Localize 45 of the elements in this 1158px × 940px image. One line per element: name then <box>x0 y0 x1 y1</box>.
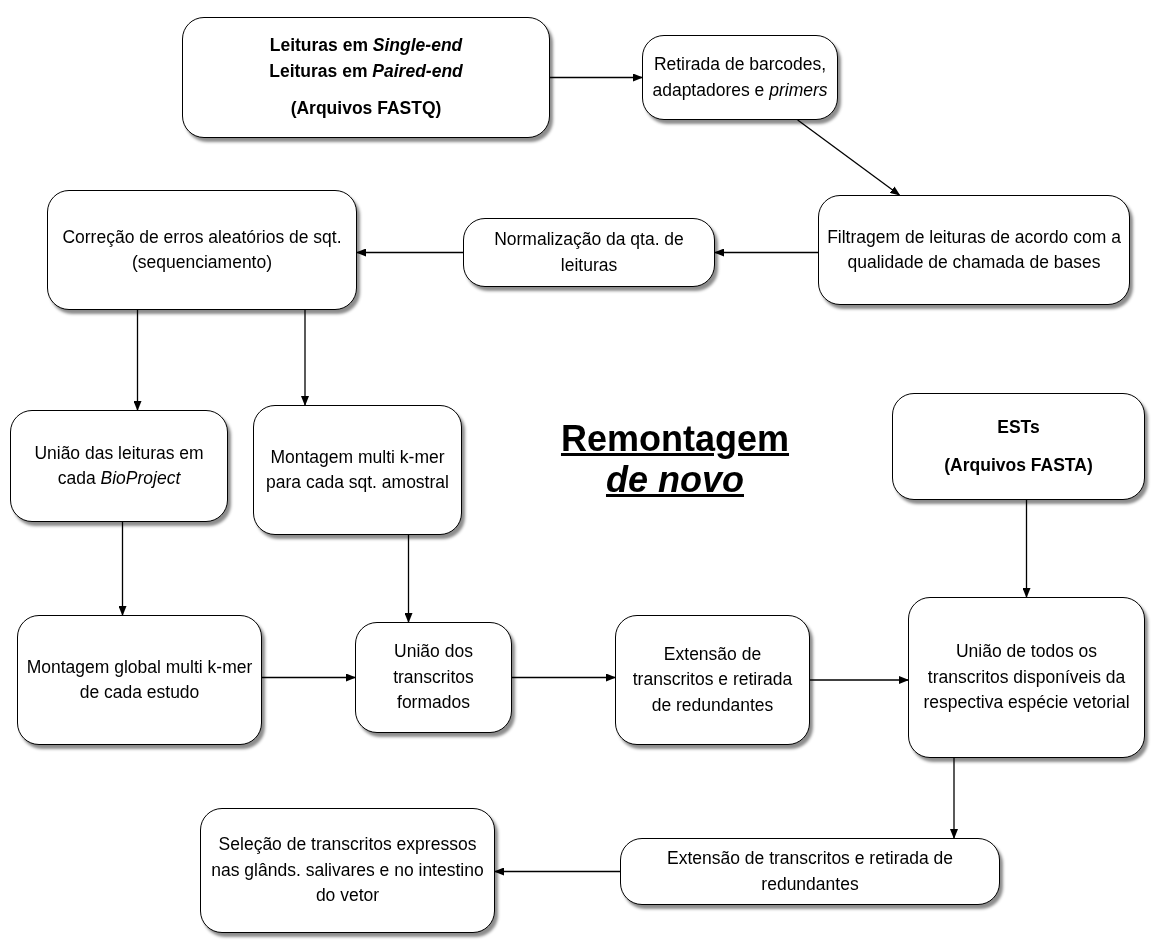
title: Remontagem de novo <box>559 418 790 501</box>
node-text: (Arquivos FASTA) <box>944 453 1093 477</box>
node-text: Seleção de transcritos expressos nas glânds. salivares e no intestino do vetor <box>210 833 485 908</box>
process-box <box>818 195 1130 305</box>
process-box <box>908 597 1145 758</box>
arrow <box>261 673 356 682</box>
arrow <box>404 534 413 623</box>
node-text: Extensão de transcritos e retirada de redundantes <box>631 642 794 717</box>
process-box <box>463 218 715 287</box>
node-text: Correção de erros aleatórios de sqt. (sequenciamento) <box>61 225 343 274</box>
arrow <box>494 867 621 876</box>
process-box <box>10 410 228 522</box>
process-box <box>620 838 1000 905</box>
node-text: Leituras em Single-end Leituras em Paired-end <box>268 34 464 83</box>
node-text: Retirada de barcodes, adaptadores e primers <box>651 53 829 102</box>
node-text: Extensão de transcritos e retirada de redundantes <box>666 847 954 896</box>
arrow <box>714 248 819 257</box>
node-text: União de todos os transcritos disponíveis da respectiva espécie vetorial <box>922 640 1131 715</box>
arrow <box>809 676 909 684</box>
process-box <box>892 393 1145 500</box>
node-text: Montagem multi k-mer para cada sqt. amostral <box>265 445 450 494</box>
node-text: Filtragem de leituras de acordo com a qualidade de chamada de bases <box>827 225 1121 274</box>
node-text: Montagem global multi k-mer de cada estudo <box>26 655 253 704</box>
arrow <box>797 119 901 196</box>
process-box <box>47 190 357 310</box>
process-box <box>615 615 810 745</box>
process-box <box>200 808 495 933</box>
node-text: ESTs <box>997 416 1040 440</box>
node-text: (Arquivos FASTQ) <box>289 97 443 121</box>
arrow <box>301 309 309 406</box>
arrow <box>511 673 616 682</box>
node-text: Normalização da qta. de leituras <box>493 228 685 277</box>
arrow <box>950 757 958 839</box>
process-box <box>642 35 838 120</box>
arrow <box>1022 499 1031 598</box>
arrow <box>549 73 643 82</box>
node-text: União das leituras em cada BioProject <box>33 441 205 490</box>
arrow <box>118 521 127 616</box>
arrow <box>356 248 464 257</box>
process-box <box>253 405 462 535</box>
arrow <box>133 309 142 411</box>
process-box <box>355 622 512 733</box>
process-box <box>182 17 550 138</box>
process-box <box>17 615 262 745</box>
node-text: União dos transcritos formados <box>392 640 475 715</box>
